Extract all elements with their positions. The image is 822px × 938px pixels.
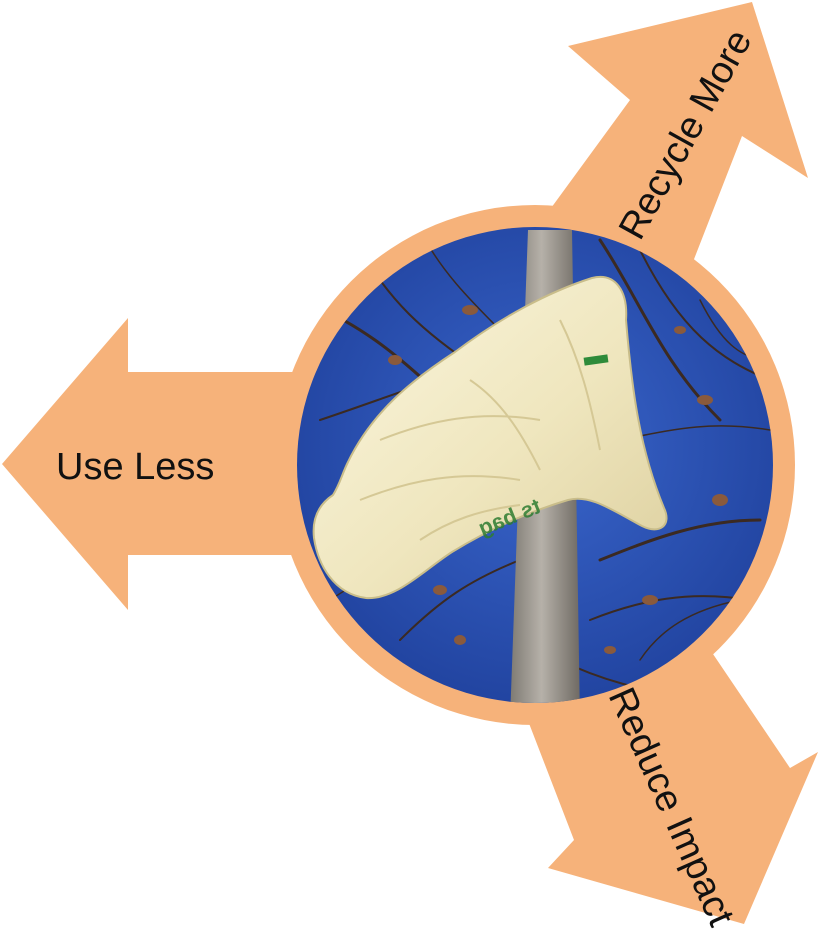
use-less-label: Use Less xyxy=(56,446,214,488)
